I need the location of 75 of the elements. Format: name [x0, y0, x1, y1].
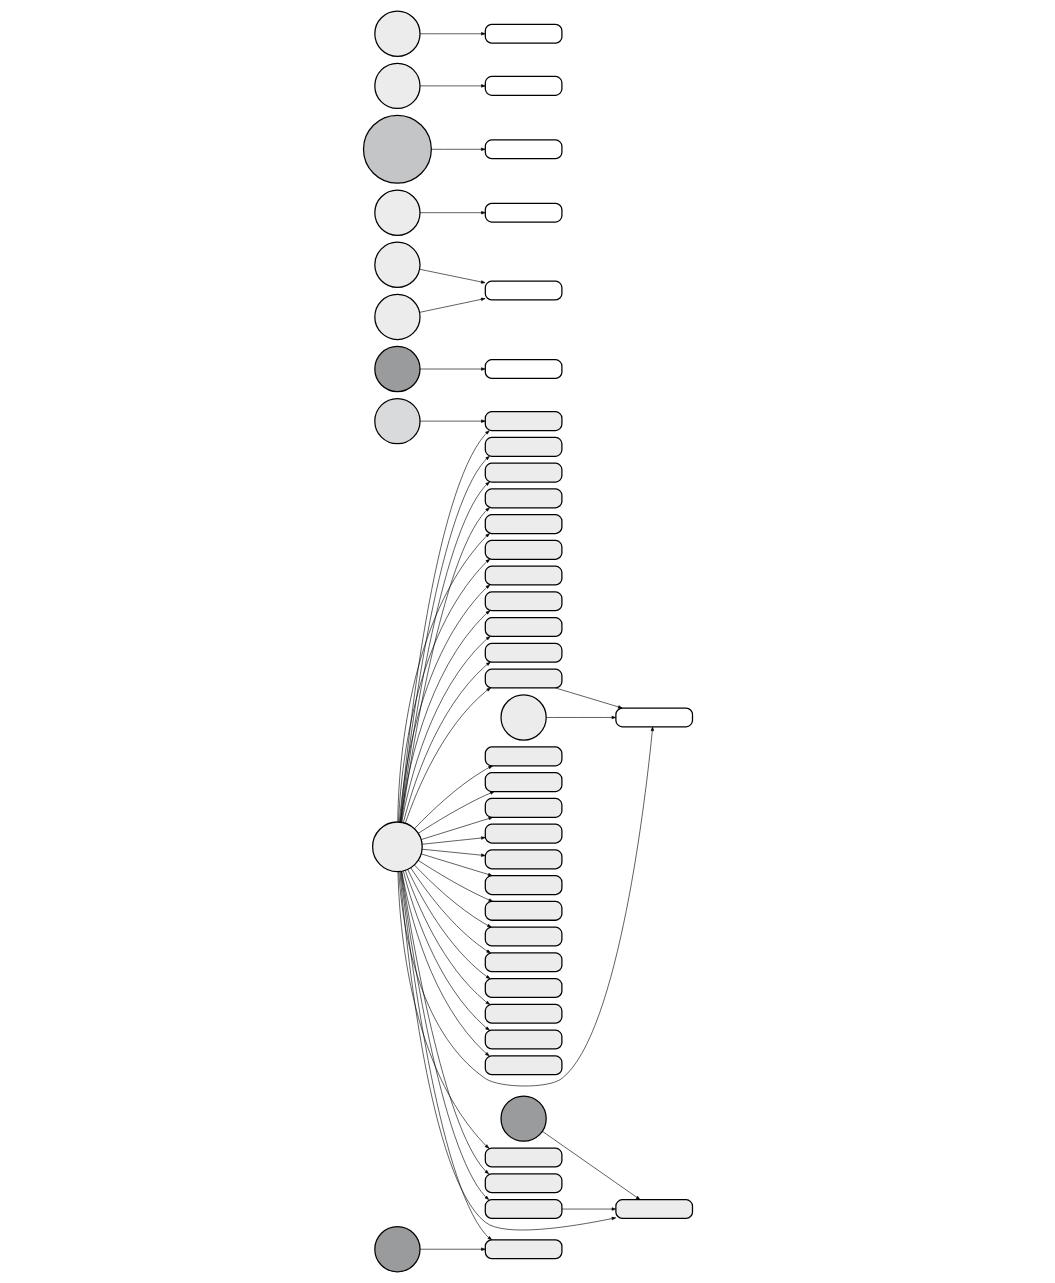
arrow: [399, 871, 616, 1231]
arrow: [397, 726, 654, 1087]
node-circle: [373, 241, 421, 289]
arrow: [419, 268, 485, 284]
node-circle: [373, 189, 421, 236]
node-circle: [362, 114, 432, 184]
node-box: [484, 642, 563, 663]
node-box: [484, 565, 563, 586]
arrow: [419, 32, 486, 36]
node-box: [484, 978, 563, 999]
node-box: [484, 202, 563, 223]
arrow: [419, 419, 486, 423]
node-box: [484, 875, 563, 896]
arrow: [419, 84, 486, 88]
arrow: [554, 687, 622, 709]
node-circle: [373, 62, 421, 110]
node-box: [484, 746, 563, 767]
arrow: [419, 1247, 486, 1251]
node-box: [484, 1055, 563, 1076]
arrow: [420, 853, 492, 877]
arrow: [409, 867, 491, 954]
node-box: [484, 436, 563, 457]
node-box: [484, 488, 563, 509]
arrow: [417, 791, 494, 834]
node-box: [484, 280, 563, 301]
node-box: [484, 823, 563, 844]
arrow: [419, 211, 486, 215]
node-circle: [373, 1226, 421, 1273]
node-box: [484, 591, 563, 612]
node-circle: [373, 345, 421, 393]
node-box: [484, 926, 563, 947]
arrow: [421, 836, 485, 845]
arrow: [561, 1207, 616, 1211]
node-circle: [499, 1095, 547, 1142]
node-box: [484, 1029, 563, 1050]
node-box: [484, 359, 563, 380]
node-circle: [373, 10, 421, 57]
node-circle: [499, 694, 547, 741]
node-box: [484, 617, 563, 638]
node-box: [484, 952, 563, 973]
node-box: [484, 514, 563, 535]
node-box: [484, 1173, 563, 1194]
arrow: [413, 765, 493, 829]
arrow: [404, 870, 490, 1005]
arrow: [419, 367, 486, 371]
arrow: [417, 860, 493, 902]
node-box: [484, 23, 563, 44]
arrow: [402, 870, 490, 1031]
node-box: [484, 1147, 563, 1168]
node-box: [484, 539, 563, 560]
node-circle: [373, 397, 421, 445]
arrow: [406, 869, 490, 979]
arrow: [421, 848, 485, 857]
arrow: [404, 687, 491, 824]
arrow: [402, 661, 491, 823]
node-box: [484, 849, 563, 870]
node-box: [484, 1199, 563, 1220]
arrow: [413, 864, 492, 928]
node-box: [484, 462, 563, 483]
node-box: [484, 668, 563, 689]
node-box: [484, 1003, 563, 1024]
node-circle: [373, 293, 421, 341]
arrow: [419, 297, 485, 313]
node-box: [484, 75, 563, 96]
arrow: [430, 147, 485, 151]
node-box: [484, 797, 563, 818]
arrow: [400, 871, 490, 1057]
node-box: [484, 1239, 563, 1260]
arrow: [420, 816, 493, 840]
node-box: [484, 411, 563, 432]
node-box: [614, 1199, 693, 1220]
arrow: [541, 1131, 640, 1200]
node-circle: [371, 821, 423, 873]
node-box: [484, 139, 563, 160]
arrow: [545, 715, 616, 720]
